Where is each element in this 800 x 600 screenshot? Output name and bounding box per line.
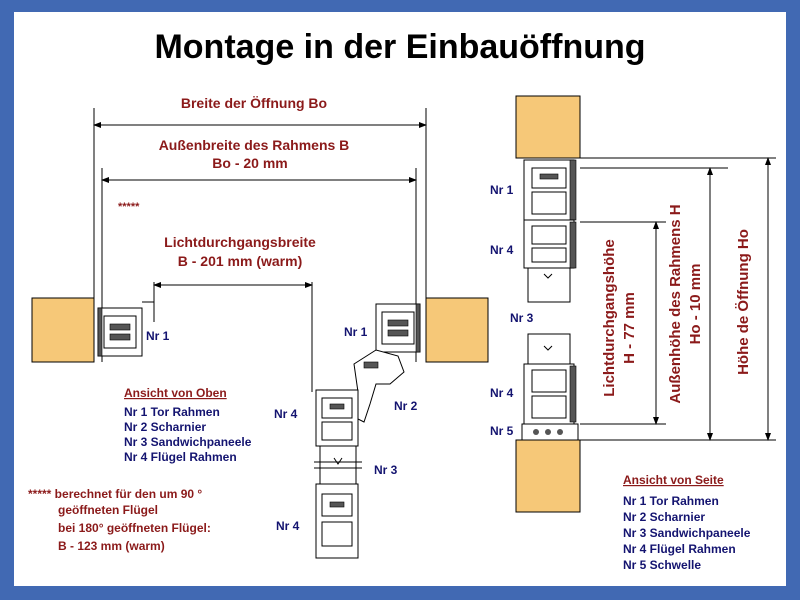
footnote-line: geöffneten Flügel bbox=[58, 503, 158, 517]
footnote: ***** berechnet für den um 90 ° geöffnet… bbox=[28, 487, 211, 553]
footnote-line: bei 180° geöffneten Flügel: bbox=[58, 521, 211, 535]
label-nr1-right: Nr 1 bbox=[344, 325, 368, 339]
footnote-line: ***** berechnet für den um 90 ° bbox=[28, 487, 202, 501]
sash-profile-upper bbox=[315, 389, 359, 447]
legend-top-item: Nr 4 Flügel Rahmen bbox=[124, 450, 237, 464]
outer-height-label: Außenhöhe des Rahmens H bbox=[667, 204, 684, 403]
left-wall bbox=[31, 297, 95, 363]
legend-top-heading: Ansicht von Oben bbox=[124, 386, 227, 400]
opening-height-label: Höhe de Öffnung Ho bbox=[735, 229, 752, 375]
label-nr3: Nr 3 bbox=[374, 463, 398, 477]
footnote-stars: ***** bbox=[118, 201, 140, 213]
sash-profile-lower bbox=[315, 483, 359, 559]
side-sash-upper bbox=[523, 219, 577, 269]
page-title: Montage in der Einbauöffnung bbox=[154, 28, 645, 66]
legend-side-item: Nr 1 Tor Rahmen bbox=[623, 494, 719, 508]
bottom-wall bbox=[515, 439, 581, 513]
legend-side-item: Nr 3 Sandwichpaneele bbox=[623, 526, 751, 540]
footnote-line: B - 123 mm (warm) bbox=[58, 539, 165, 553]
side-sash-lower bbox=[523, 363, 577, 425]
legend-side-item: Nr 2 Scharnier bbox=[623, 510, 705, 524]
outer-frame-width-formula: Bo - 20 mm bbox=[212, 155, 287, 171]
diagram-frame: Montage in der Einbauöffnung Breite der … bbox=[14, 12, 786, 586]
right-frame-profile bbox=[375, 303, 421, 353]
legend-top-item: Nr 2 Scharnier bbox=[124, 420, 206, 434]
outer-frame-width-label: Außenbreite des Rahmens B bbox=[159, 137, 350, 153]
side-frame-profile bbox=[523, 159, 577, 221]
legend-top-view: Ansicht von Oben Nr 1 Tor Rahmen Nr 2 Sc… bbox=[124, 386, 252, 464]
panel-section bbox=[314, 445, 362, 485]
label-nr2: Nr 2 bbox=[394, 399, 418, 413]
clear-width-formula: B - 201 mm (warm) bbox=[178, 253, 302, 269]
side-label-nr5: Nr 5 bbox=[490, 424, 514, 438]
clear-width-label: Lichtdurchgangsbreite bbox=[164, 234, 316, 250]
top-view: Breite der Öffnung Bo Außenbreite des Ra… bbox=[31, 95, 489, 559]
diagram-canvas: Montage in der Einbauöffnung Breite der … bbox=[28, 28, 776, 572]
legend-side-item: Nr 4 Flügel Rahmen bbox=[623, 542, 736, 556]
side-label-nr4-upper: Nr 4 bbox=[490, 243, 514, 257]
clear-height-formula: H - 77 mm bbox=[621, 292, 638, 364]
side-panel-lower bbox=[527, 333, 571, 365]
side-panel-upper bbox=[527, 267, 571, 303]
legend-side-item: Nr 5 Schwelle bbox=[623, 558, 701, 572]
legend-top-item: Nr 3 Sandwichpaneele bbox=[124, 435, 252, 449]
side-threshold-profile bbox=[521, 423, 579, 441]
top-wall bbox=[515, 95, 581, 159]
legend-side-view: Ansicht von Seite Nr 1 Tor Rahmen Nr 2 S… bbox=[623, 473, 751, 572]
legend-side-heading: Ansicht von Seite bbox=[623, 473, 724, 487]
side-label-nr3: Nr 3 bbox=[510, 311, 534, 325]
side-label-nr4-lower: Nr 4 bbox=[490, 386, 514, 400]
side-view: Nr 1 Nr 4 Nr 3 Nr 4 Nr 5 Lichtdurchgangs… bbox=[490, 95, 776, 513]
legend-top-item: Nr 1 Tor Rahmen bbox=[124, 405, 220, 419]
side-label-nr1: Nr 1 bbox=[490, 183, 514, 197]
hinge-detail bbox=[363, 361, 379, 369]
width-opening-label: Breite der Öffnung Bo bbox=[181, 95, 327, 111]
label-nr1-left: Nr 1 bbox=[146, 329, 170, 343]
outer-height-formula: Ho - 10 mm bbox=[687, 264, 704, 345]
clear-height-label: Lichtdurchgangshöhe bbox=[601, 239, 618, 397]
label-nr4-lower: Nr 4 bbox=[276, 519, 300, 533]
left-frame-profile bbox=[97, 301, 154, 357]
label-nr4-upper: Nr 4 bbox=[274, 407, 298, 421]
right-wall bbox=[425, 297, 489, 363]
